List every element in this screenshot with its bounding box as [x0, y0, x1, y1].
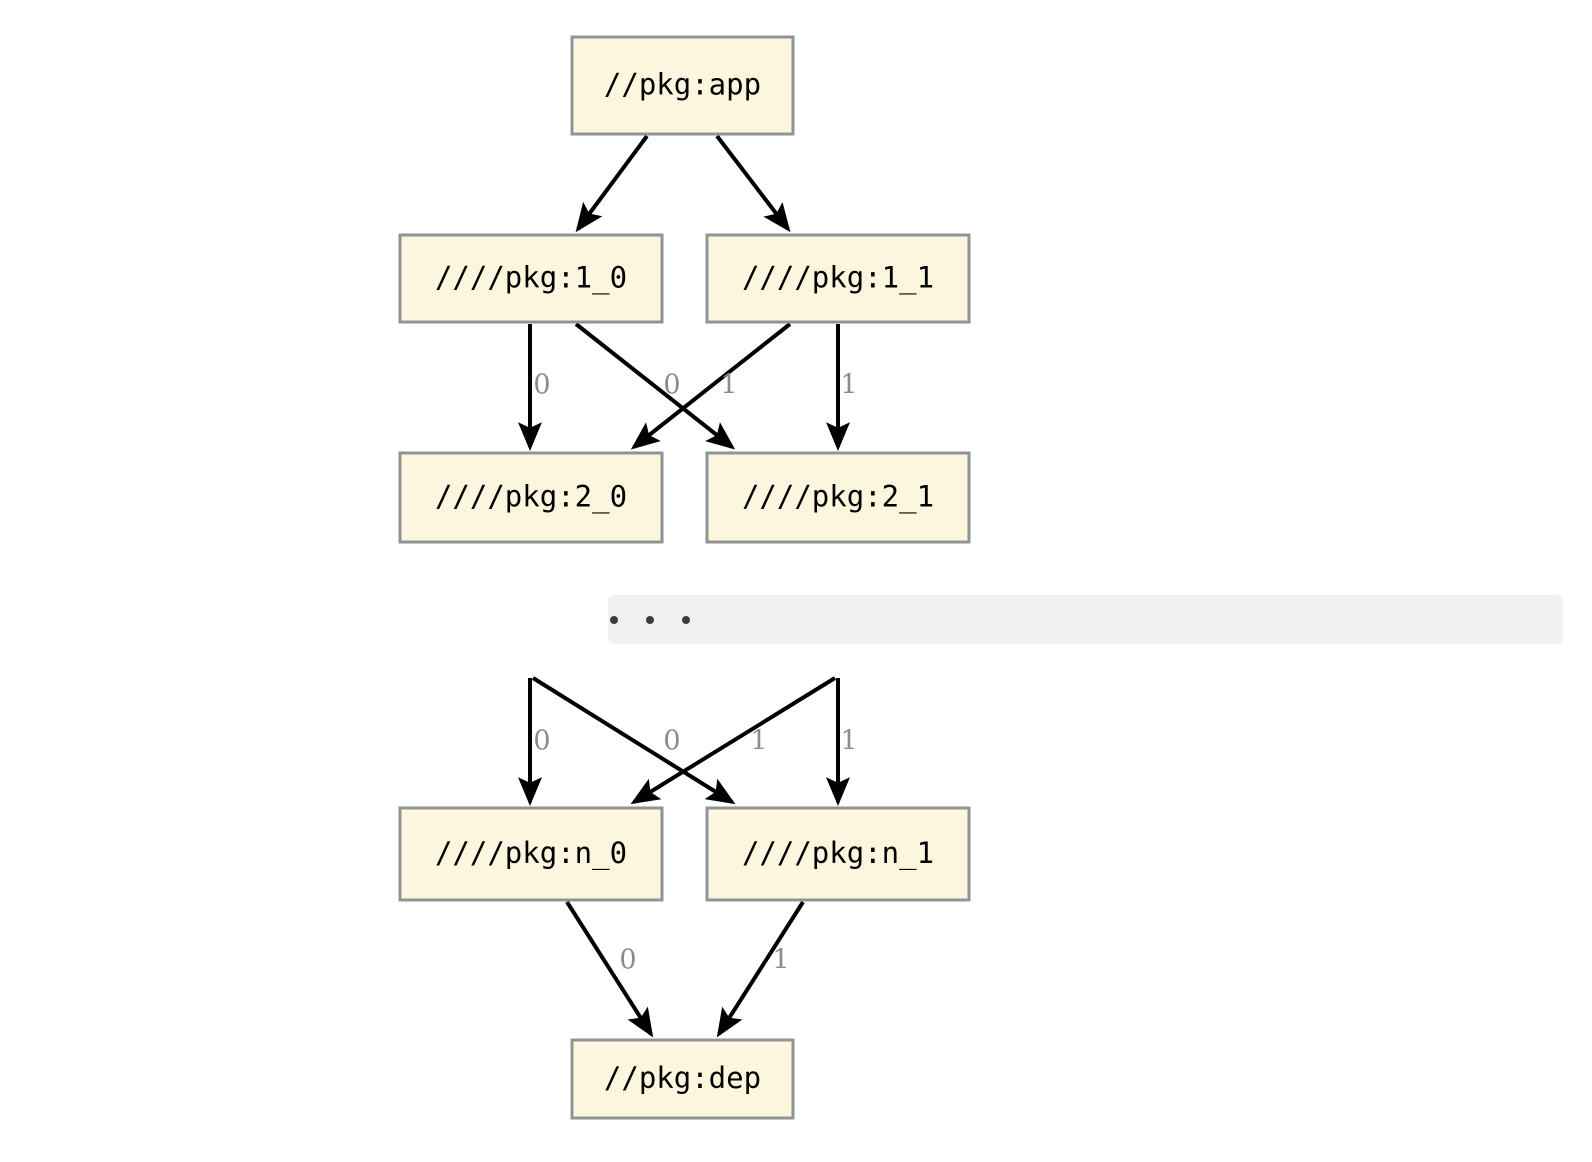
node-label: ////pkg:n_1 — [742, 836, 934, 871]
node-label: ////pkg:1_1 — [742, 261, 934, 296]
edge-label: 0 — [619, 945, 636, 976]
node-box[interactable] — [705, 451, 971, 544]
ellipsis-separator — [608, 595, 1563, 644]
graph-edge — [630, 676, 837, 805]
graph-node-n_0[interactable]: ////pkg:n_0 — [398, 806, 664, 902]
graph-edge — [716, 900, 805, 1038]
ellipsis-dot-0 — [610, 616, 618, 624]
graph-edge — [630, 322, 792, 450]
node-label: ////pkg:n_0 — [435, 836, 627, 871]
edge-label: 0 — [663, 370, 680, 401]
edge-label: 1 — [840, 370, 857, 401]
graph-node-dep[interactable]: //pkg:dep — [570, 1038, 795, 1120]
graph-edge — [565, 900, 654, 1038]
nodes-layer: //pkg:app ////pkg:1_0 ////pkg:1_1 ////pkg:2… — [398, 35, 971, 1120]
graph-node-n_1[interactable]: ////pkg:n_1 — [705, 806, 971, 902]
node-label: ////pkg:2_1 — [742, 480, 934, 515]
edges-layer — [518, 134, 850, 1038]
node-label: ////pkg:2_0 — [435, 480, 627, 515]
graph-node-1_1[interactable]: ////pkg:1_1 — [705, 233, 971, 324]
graph-node-1_0[interactable]: ////pkg:1_0 — [398, 233, 664, 324]
graph-edge — [574, 322, 736, 450]
graph-node-2_1[interactable]: ////pkg:2_1 — [705, 451, 971, 544]
edge-label: 1 — [750, 726, 767, 757]
ellipsis-dot-1 — [646, 616, 654, 624]
graph-edge — [531, 676, 736, 805]
edge-label: 1 — [772, 945, 789, 976]
node-box[interactable] — [570, 35, 795, 136]
edge-label: 0 — [663, 726, 680, 757]
node-label: //pkg:dep — [604, 1061, 761, 1095]
edge-label: 1 — [840, 726, 857, 757]
node-box[interactable] — [398, 233, 664, 324]
edge-label: 0 — [533, 370, 550, 401]
edge-label: 1 — [720, 370, 737, 401]
edge-label: 0 — [533, 726, 550, 757]
node-box[interactable] — [398, 451, 664, 544]
graph-node-2_0[interactable]: ////pkg:2_0 — [398, 451, 664, 544]
node-box[interactable] — [570, 1038, 795, 1120]
graph-edge — [715, 134, 791, 233]
node-box[interactable] — [705, 233, 971, 324]
graph-node-app[interactable]: //pkg:app — [570, 35, 795, 136]
node-box[interactable] — [398, 806, 664, 902]
node-label: ////pkg:1_0 — [435, 261, 627, 296]
edge-labels-layer: 0 0 1 1 0 0 1 1 0 1 — [533, 370, 857, 976]
ellipsis-band — [608, 595, 1563, 644]
node-box[interactable] — [705, 806, 971, 902]
ellipsis-dot-2 — [682, 616, 690, 624]
node-label: //pkg:app — [604, 68, 761, 102]
graph-edge — [575, 134, 649, 233]
